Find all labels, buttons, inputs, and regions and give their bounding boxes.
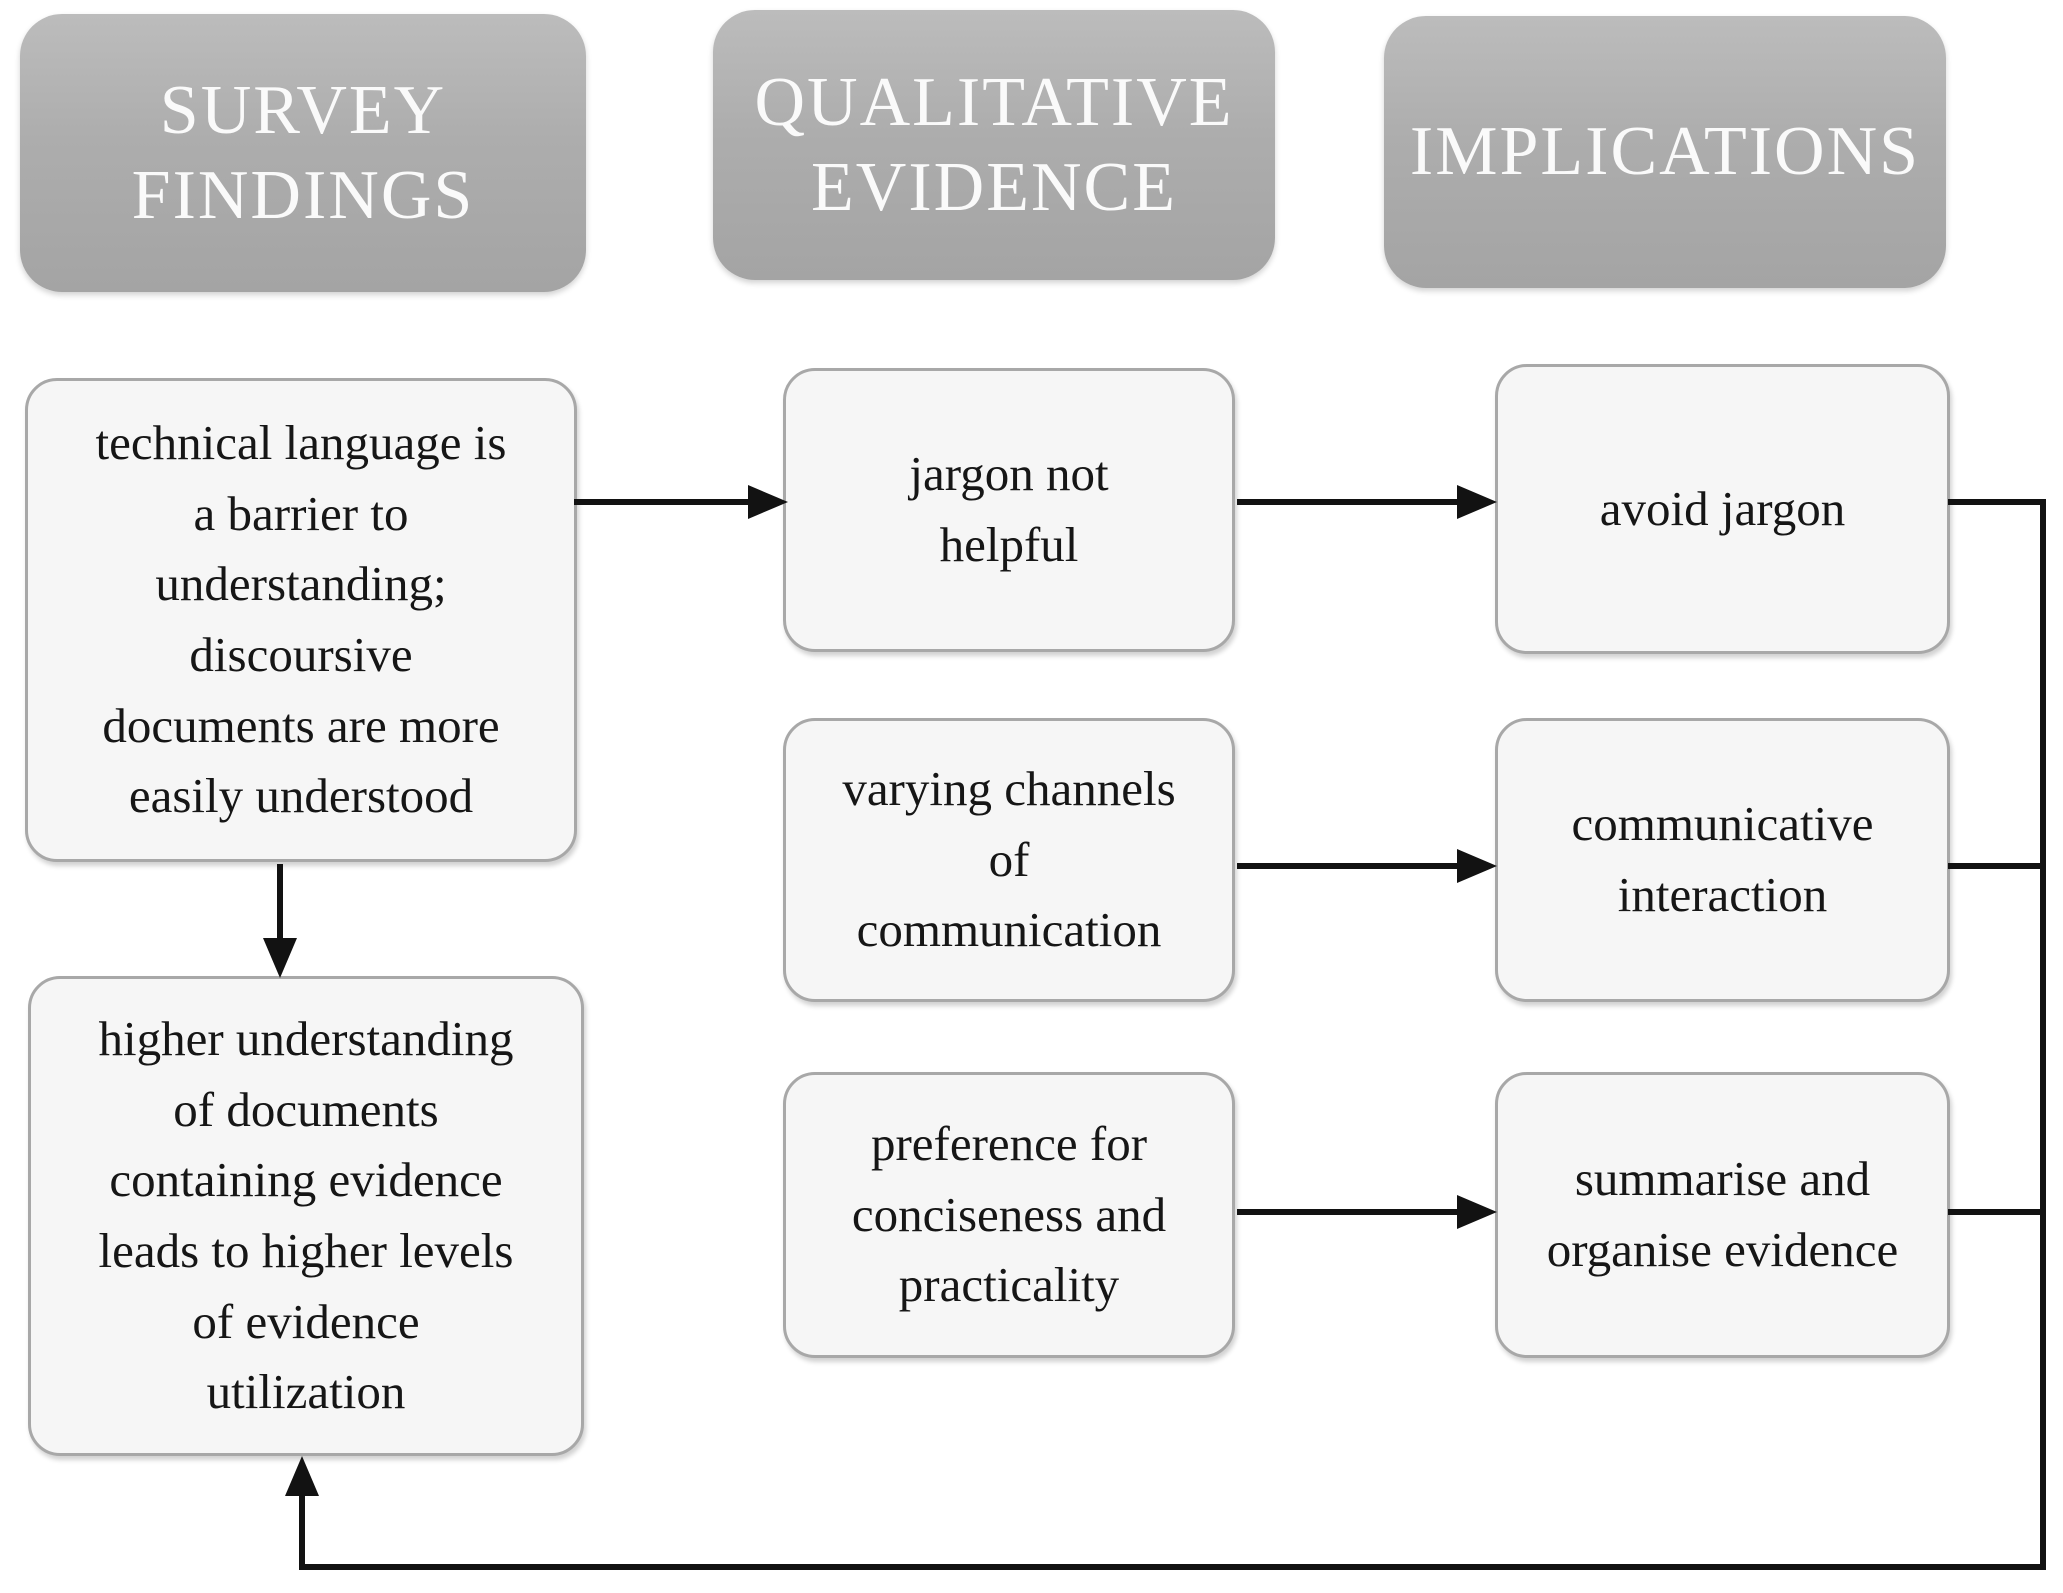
feedback-summarise-segment <box>1948 1209 2046 1215</box>
node-survey-finding-2-text: higher understanding of documents contai… <box>98 1011 514 1420</box>
edge-preference-to-summarise-line <box>1237 1209 1457 1215</box>
edge-channels-to-communicative-line <box>1237 863 1457 869</box>
edge-survey1-to-jargon-arrowhead-icon <box>748 485 788 519</box>
edge-channels-to-communicative-arrowhead-icon <box>1457 849 1497 883</box>
node-summarise-organise-text: summarise and organise evidence <box>1546 1151 1899 1277</box>
node-avoid-jargon-text: avoid jargon <box>1599 480 1846 536</box>
node-preference-conciseness-text: preference for conciseness and practical… <box>851 1116 1167 1313</box>
column-header-survey-findings-label: SURVEY FINDINGS <box>131 71 475 234</box>
node-survey-finding-1-text: technical language is a barrier to under… <box>95 415 507 824</box>
node-communicative-interaction: communicative interaction <box>1495 718 1950 1002</box>
node-jargon-not-helpful-text: jargon not helpful <box>909 446 1109 572</box>
edge-jargon-to-avoid-arrowhead-icon <box>1457 485 1497 519</box>
feedback-bottom-line <box>299 1564 2046 1570</box>
feedback-right-trunk-line <box>2040 499 2046 1570</box>
column-header-survey-findings: SURVEY FINDINGS <box>20 14 586 292</box>
column-header-implications: IMPLICATIONS <box>1384 16 1946 288</box>
edge-preference-to-summarise-arrowhead-icon <box>1457 1195 1497 1229</box>
node-varying-channels-text: varying channels of communication <box>842 761 1176 958</box>
edge-survey1-to-survey2-line <box>277 864 283 938</box>
edge-jargon-to-avoid-line <box>1237 499 1457 505</box>
feedback-communicative-segment <box>1948 863 2046 869</box>
node-survey-finding-2: higher understanding of documents contai… <box>28 976 584 1456</box>
feedback-up-line <box>299 1494 305 1570</box>
column-header-implications-label: IMPLICATIONS <box>1409 113 1921 191</box>
node-communicative-interaction-text: communicative interaction <box>1571 796 1874 922</box>
node-survey-finding-1: technical language is a barrier to under… <box>25 378 577 862</box>
node-jargon-not-helpful: jargon not helpful <box>783 368 1235 652</box>
node-varying-channels: varying channels of communication <box>783 718 1235 1002</box>
feedback-up-arrowhead-icon <box>285 1456 319 1496</box>
node-summarise-organise: summarise and organise evidence <box>1495 1072 1950 1358</box>
node-preference-conciseness: preference for conciseness and practical… <box>783 1072 1235 1358</box>
feedback-avoid-jargon-segment <box>1948 499 2046 505</box>
node-avoid-jargon: avoid jargon <box>1495 364 1950 654</box>
edge-survey1-to-survey2-arrowhead-icon <box>263 938 297 978</box>
column-header-qualitative-evidence-label: QUALITATIVE EVIDENCE <box>754 63 1234 226</box>
edge-survey1-to-jargon-line <box>574 499 748 505</box>
column-header-qualitative-evidence: QUALITATIVE EVIDENCE <box>713 10 1275 280</box>
